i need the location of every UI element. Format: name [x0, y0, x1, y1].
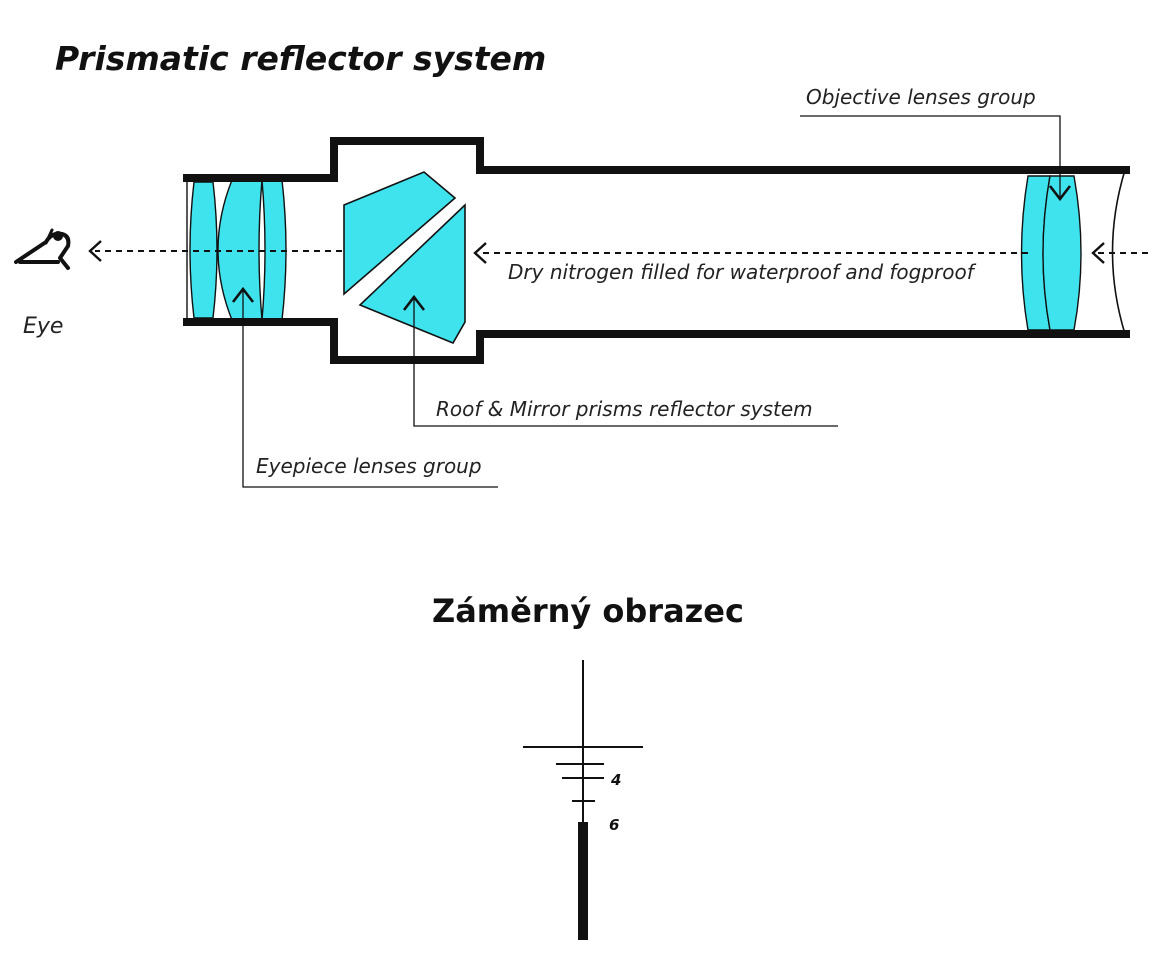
roof-prism: [343, 171, 457, 296]
objective-leader: [800, 115, 1061, 198]
nitrogen-label: Dry nitrogen filled for waterproof and f…: [508, 260, 977, 284]
path-arrow-prism: [473, 242, 487, 264]
prisms-label: Roof & Mirror prisms reflector system: [436, 397, 813, 421]
reticle-mark-4: 4: [610, 771, 621, 789]
eyepiece-leader-arrow: [231, 286, 255, 303]
reticle-post: [578, 822, 588, 940]
reticle-heading: Záměrný obrazec: [432, 592, 744, 630]
prisms: [343, 171, 466, 345]
eyepiece-label: Eyepiece lenses group: [256, 454, 482, 478]
diagram-title: Prismatic reflector system: [55, 39, 546, 78]
prisms-leader-arrow: [402, 294, 426, 311]
eye-label: Eye: [23, 314, 63, 339]
telescope: [183, 137, 1130, 364]
eye-icon: [14, 228, 71, 270]
mirror-prism: [358, 203, 466, 345]
path-arrow-eye: [88, 240, 102, 262]
reticle: 4 6: [523, 660, 643, 940]
body-outline-top: [183, 137, 1130, 182]
prisms-leader: [413, 296, 838, 427]
path-arrow-objective: [1091, 242, 1105, 264]
objective-label: Objective lenses group: [806, 85, 1036, 109]
optical-path: [88, 240, 1148, 264]
body-outline-bottom: [183, 318, 1130, 364]
reticle-mark-6: 6: [609, 816, 619, 834]
objective-leader-arrow: [1048, 185, 1072, 202]
eyepiece-leader: [242, 290, 498, 488]
objective-lens-2: [1042, 175, 1082, 331]
